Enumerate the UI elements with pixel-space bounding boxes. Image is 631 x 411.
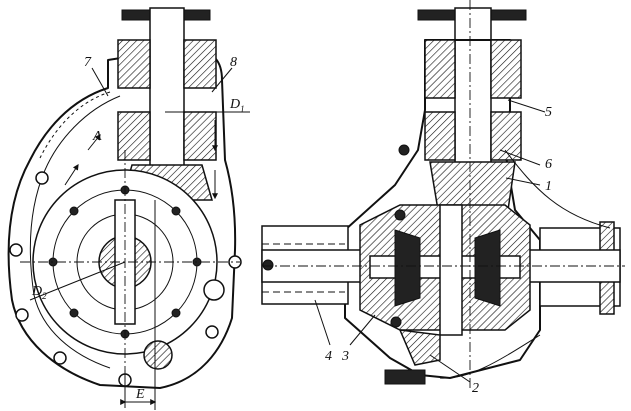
label-d1: D1	[229, 97, 245, 114]
right-bolt-lower-left	[390, 316, 402, 328]
right-view	[261, 0, 625, 390]
left-housing-outline	[7, 51, 237, 389]
label-dim-e: E	[135, 387, 145, 402]
left-carrier-bolts	[48, 185, 202, 339]
right-ring-gear-vertical	[439, 204, 463, 336]
right-bolt-mid-left	[394, 209, 406, 221]
left-flange-bolts	[9, 171, 242, 387]
label-part-7: 7	[84, 55, 92, 70]
leader-5	[507, 99, 546, 113]
leader-2	[429, 354, 471, 383]
left-view	[7, 7, 250, 410]
left-pinion-bearing-lower-l	[117, 111, 151, 161]
label-letter-a: A	[92, 129, 102, 144]
right-bearing-upper-l	[424, 39, 456, 99]
label-part-3: 3	[341, 349, 349, 364]
right-ring-gear-lower	[398, 329, 441, 366]
right-pinion-gear	[429, 161, 516, 211]
d2-leader-line	[29, 261, 126, 301]
right-bolt-upper-left	[398, 144, 410, 156]
left-drain-plug	[143, 340, 173, 370]
leader-3	[349, 314, 376, 346]
left-pinion-bearing-lower-r	[183, 111, 217, 161]
leader-6	[499, 149, 541, 166]
label-part-8: 8	[230, 55, 237, 70]
label-part-1: 1	[545, 179, 552, 194]
leader-8	[211, 67, 233, 93]
right-outer-casing	[504, 149, 611, 229]
leader-7	[91, 67, 109, 97]
left-fill-plug	[203, 279, 225, 301]
label-part-5: 5	[545, 105, 552, 120]
left-oil-channel	[39, 91, 111, 159]
oil-flow-arrow-1	[64, 163, 79, 186]
label-d2: D2	[31, 284, 47, 301]
left-pinion-bearing-upper-l	[117, 39, 151, 89]
left-housing-inner-wall	[29, 95, 121, 369]
right-outer-casing-lower	[439, 334, 541, 379]
left-pinion-bearing-upper-r	[183, 39, 217, 89]
right-bearing-lower-r	[490, 111, 522, 161]
right-side-gear-right	[474, 229, 501, 307]
right-bearing-upper-r	[490, 39, 522, 99]
right-bottom-nut	[384, 369, 426, 385]
label-part-4: 4	[325, 349, 332, 364]
leader-4	[314, 299, 331, 346]
label-part-2: 2	[472, 381, 479, 396]
oil-flow-arrow-2	[87, 134, 101, 151]
leader-1	[505, 177, 541, 186]
right-side-gear-left	[394, 229, 421, 307]
label-part-6: 6	[545, 157, 552, 172]
right-bearing-lower-l	[424, 111, 456, 161]
labels: 7 8 A D1 D2 E 5 6 1 4 3 2	[31, 55, 552, 402]
right-bolt-axle	[262, 259, 274, 271]
